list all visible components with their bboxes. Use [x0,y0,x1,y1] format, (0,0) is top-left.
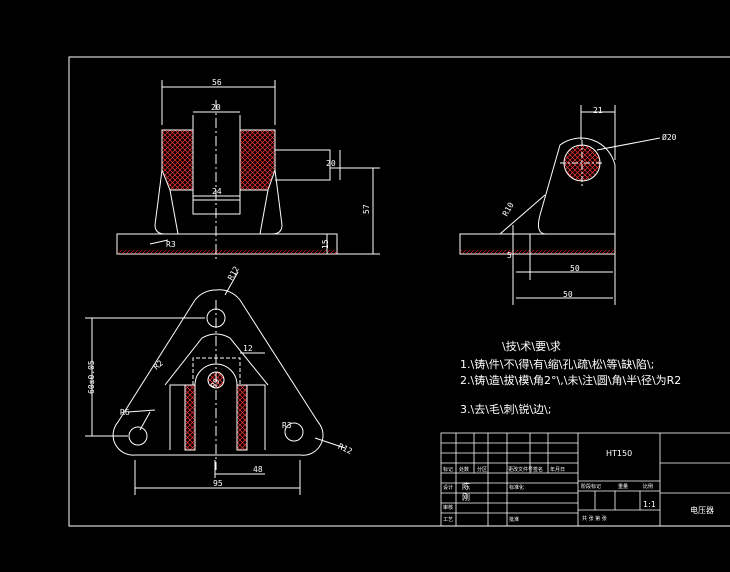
tb-label-approve: 批准 [509,516,519,523]
top-view [85,271,346,495]
tb-label-date: 年月日 [550,466,565,473]
tb-designer: 陈 [462,481,470,491]
top-dim-r6: R6 [120,408,130,417]
front-view [116,80,380,260]
tb-label-sign: 签名 [533,466,543,473]
tb-material: HT150 [606,449,632,458]
side-dim-5: 5 [507,251,512,260]
tb-label-doc: 更改文件号 [508,466,533,473]
drawing-border [68,56,730,527]
front-dim-57: 57 [362,204,371,214]
top-dim-48: 48 [253,465,263,474]
tb-label-mark: 标记 [443,466,453,473]
side-dim-50a: 50 [570,264,580,273]
tb-label-review: 审核 [443,504,453,511]
tb-label-weight: 重量 [618,483,628,490]
tech-line-2: 2.\铸\造\拔\模\角2°\,\未\注\圆\角\半\径\为R2 [460,373,681,387]
top-dim-vertical: 60±0.05 [87,360,96,394]
side-view [459,105,661,305]
front-dim-r3: R3 [166,240,176,249]
tb-label-ratio: 比例 [643,483,653,490]
top-dim-r12-right: R12 [337,442,354,456]
tb-label-zone: 分区 [477,466,487,473]
top-dim-r12-top: R12 [226,265,241,282]
tb-label-process: 工艺 [443,517,453,523]
front-dim-20-top: 20 [211,103,221,112]
tb-label-sheet: 共 张 第 张 [582,515,607,522]
tb-part-name: 电压器 [690,505,714,515]
front-dim-15: 15 [321,239,330,249]
top-dim-r3: R3 [282,421,292,430]
top-dim-95: 95 [213,479,223,488]
top-dim-r2: R2 [152,358,165,371]
title-block [440,432,730,527]
tech-line-1: 1.\铸\件\不\得\有\缩\孔\疏\松\等\缺\陷\; [460,357,654,371]
tb-label-std: 标准化 [509,484,524,491]
tb-label-count: 处数 [459,466,469,473]
front-dim-20-side: 20 [326,159,336,168]
front-dim-56: 56 [212,78,222,87]
front-dim-24: 24 [212,187,222,196]
top-dim-12: 12 [243,344,253,353]
side-dim-r10: R10 [501,201,516,218]
tech-line-3: 3.\去\毛\刺\锐\边\; [460,402,551,416]
tb-scale: 1:1 [643,500,656,509]
tech-title: \技\术\要\求 [502,340,561,353]
side-dim-hole: Ø20 [662,132,677,142]
tb-label-design: 设计 [443,484,453,491]
side-dim-21: 21 [593,106,603,115]
tb-checker: 刚 [462,493,470,502]
tb-label-stage: 阶段标记 [581,483,601,490]
top-dim-r9: R9 [209,377,222,390]
side-dim-50b: 50 [563,290,573,299]
